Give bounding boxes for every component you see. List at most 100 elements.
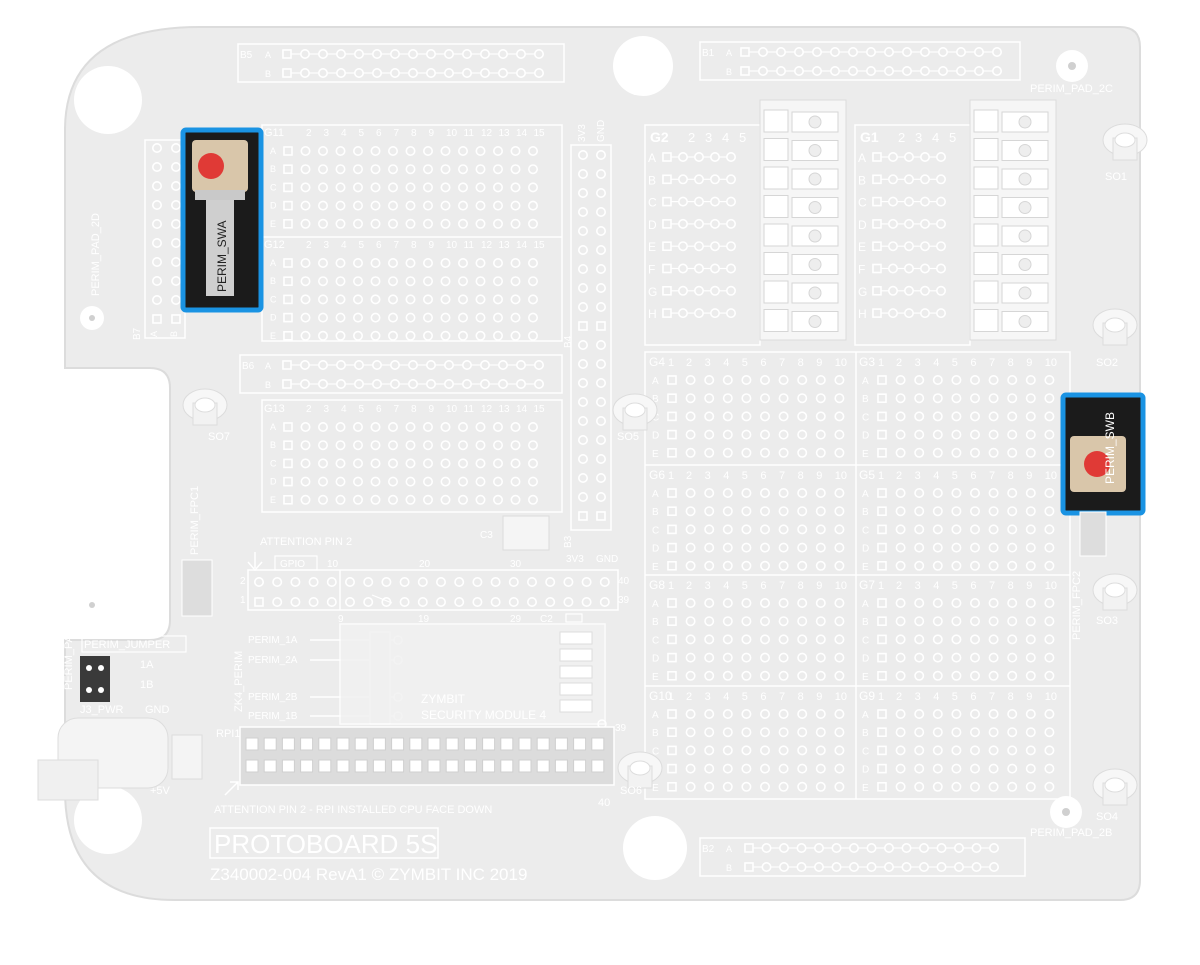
pad-round	[387, 494, 398, 505]
pad-round	[834, 616, 845, 627]
gpio-n30: 30	[510, 559, 522, 570]
rpi-pin	[518, 759, 532, 773]
pad-round	[759, 616, 770, 627]
pad-round	[595, 415, 606, 426]
large-grid-col-num: 7	[989, 691, 995, 703]
grid-col-num: 12	[481, 240, 493, 251]
pad-round	[951, 560, 962, 571]
pad-round	[932, 411, 943, 422]
pad-round	[1007, 727, 1018, 738]
large-grid-col-1: 1	[878, 470, 884, 482]
pad-round	[914, 447, 925, 458]
large-grid-col-num: 4	[723, 691, 729, 703]
large-grid-row-label: A	[862, 599, 869, 610]
pad-round	[685, 597, 696, 608]
pad-square	[283, 200, 293, 211]
pad-round	[685, 745, 696, 756]
pad-round	[914, 670, 925, 681]
pad-round	[685, 763, 696, 774]
pad-round	[577, 263, 588, 274]
b5-label: B5	[240, 50, 253, 61]
pad-label-2c: PERIM_PAD_2C	[1030, 83, 1113, 95]
term-col-num: 3	[705, 130, 712, 145]
pad-round	[815, 670, 826, 681]
pad-round	[722, 781, 733, 792]
pad-round	[969, 745, 980, 756]
large-grid-col-1: 1	[668, 470, 674, 482]
pad-round	[815, 374, 826, 385]
grid-col-num: 8	[411, 240, 417, 251]
pad-round	[1025, 745, 1036, 756]
pad-round	[417, 596, 428, 607]
pad-round	[834, 652, 845, 663]
swb-button[interactable]	[1084, 451, 1110, 477]
pad-round	[914, 411, 925, 422]
pad-label-2b: PERIM_PAD_2B	[1030, 827, 1112, 839]
grid-col-num: 5	[359, 240, 365, 251]
pad-round	[704, 781, 715, 792]
pad-round	[759, 560, 770, 571]
rpi-pin	[245, 737, 259, 751]
term-row-label: C	[858, 196, 867, 210]
pad-round	[741, 487, 752, 498]
pad-square	[667, 542, 677, 553]
attention-pin2: ATTENTION PIN 2	[260, 536, 352, 548]
pad-round	[895, 374, 906, 385]
switch-swa[interactable]: PERIM_SWA	[180, 127, 264, 313]
large-grid-col-num: 7	[779, 691, 785, 703]
large-grid-label: G7	[859, 578, 875, 592]
header-b2: B2 A B	[699, 837, 1026, 877]
so5-label: SO5	[617, 431, 639, 443]
pad-round	[352, 200, 363, 211]
pad-round	[778, 652, 789, 663]
pad-round	[527, 200, 538, 211]
gpio-c2: C2	[540, 614, 553, 625]
large-grid-row-label: B	[652, 507, 659, 518]
so2-label: SO2	[1096, 357, 1118, 369]
pad-round	[492, 200, 503, 211]
pad-round	[405, 312, 416, 323]
large-grid-col-num: 6	[760, 357, 766, 369]
pad-round	[492, 330, 503, 341]
pad-round	[440, 458, 451, 469]
pad-round	[475, 182, 486, 193]
pad-round	[475, 476, 486, 487]
pad-round	[1025, 708, 1036, 719]
pad-round	[704, 542, 715, 553]
pad-round	[969, 727, 980, 738]
module-line2: SECURITY MODULE 4	[421, 708, 546, 722]
pad-round	[914, 708, 925, 719]
pad-round	[422, 476, 433, 487]
pad-round	[685, 634, 696, 645]
pad-round	[405, 440, 416, 451]
swa-button[interactable]	[198, 153, 224, 179]
v33-top: 3V3	[577, 124, 588, 142]
pad-round	[457, 146, 468, 157]
pad-round	[581, 576, 592, 587]
pad-round	[527, 164, 538, 175]
pwr-label: J3_PWR	[80, 704, 123, 716]
pad-round	[797, 524, 808, 535]
pad-round	[988, 616, 999, 627]
pad-round	[914, 374, 925, 385]
switch-swb[interactable]: PERIM_SWB	[1060, 392, 1146, 516]
rpi-pin	[445, 759, 459, 773]
pad-round	[914, 393, 925, 404]
pad-round	[387, 294, 398, 305]
large-grid-col-num: 7	[989, 580, 995, 592]
pad-round	[778, 745, 789, 756]
large-grid-row-label: E	[862, 783, 869, 794]
rpi-pin	[573, 759, 587, 773]
large-grid-col-num: 6	[760, 691, 766, 703]
pad-round	[152, 162, 163, 173]
pad-round	[834, 542, 845, 553]
pad-round	[741, 763, 752, 774]
grid-col-num: 2	[306, 404, 312, 415]
pad-round	[1025, 652, 1036, 663]
pad-round	[815, 506, 826, 517]
pad-round	[405, 218, 416, 229]
pad-label-2d: PERIM_PAD_2D	[90, 213, 102, 296]
large-grid-row-label: A	[652, 599, 659, 610]
pad-round	[577, 207, 588, 218]
pad-round	[741, 634, 752, 645]
